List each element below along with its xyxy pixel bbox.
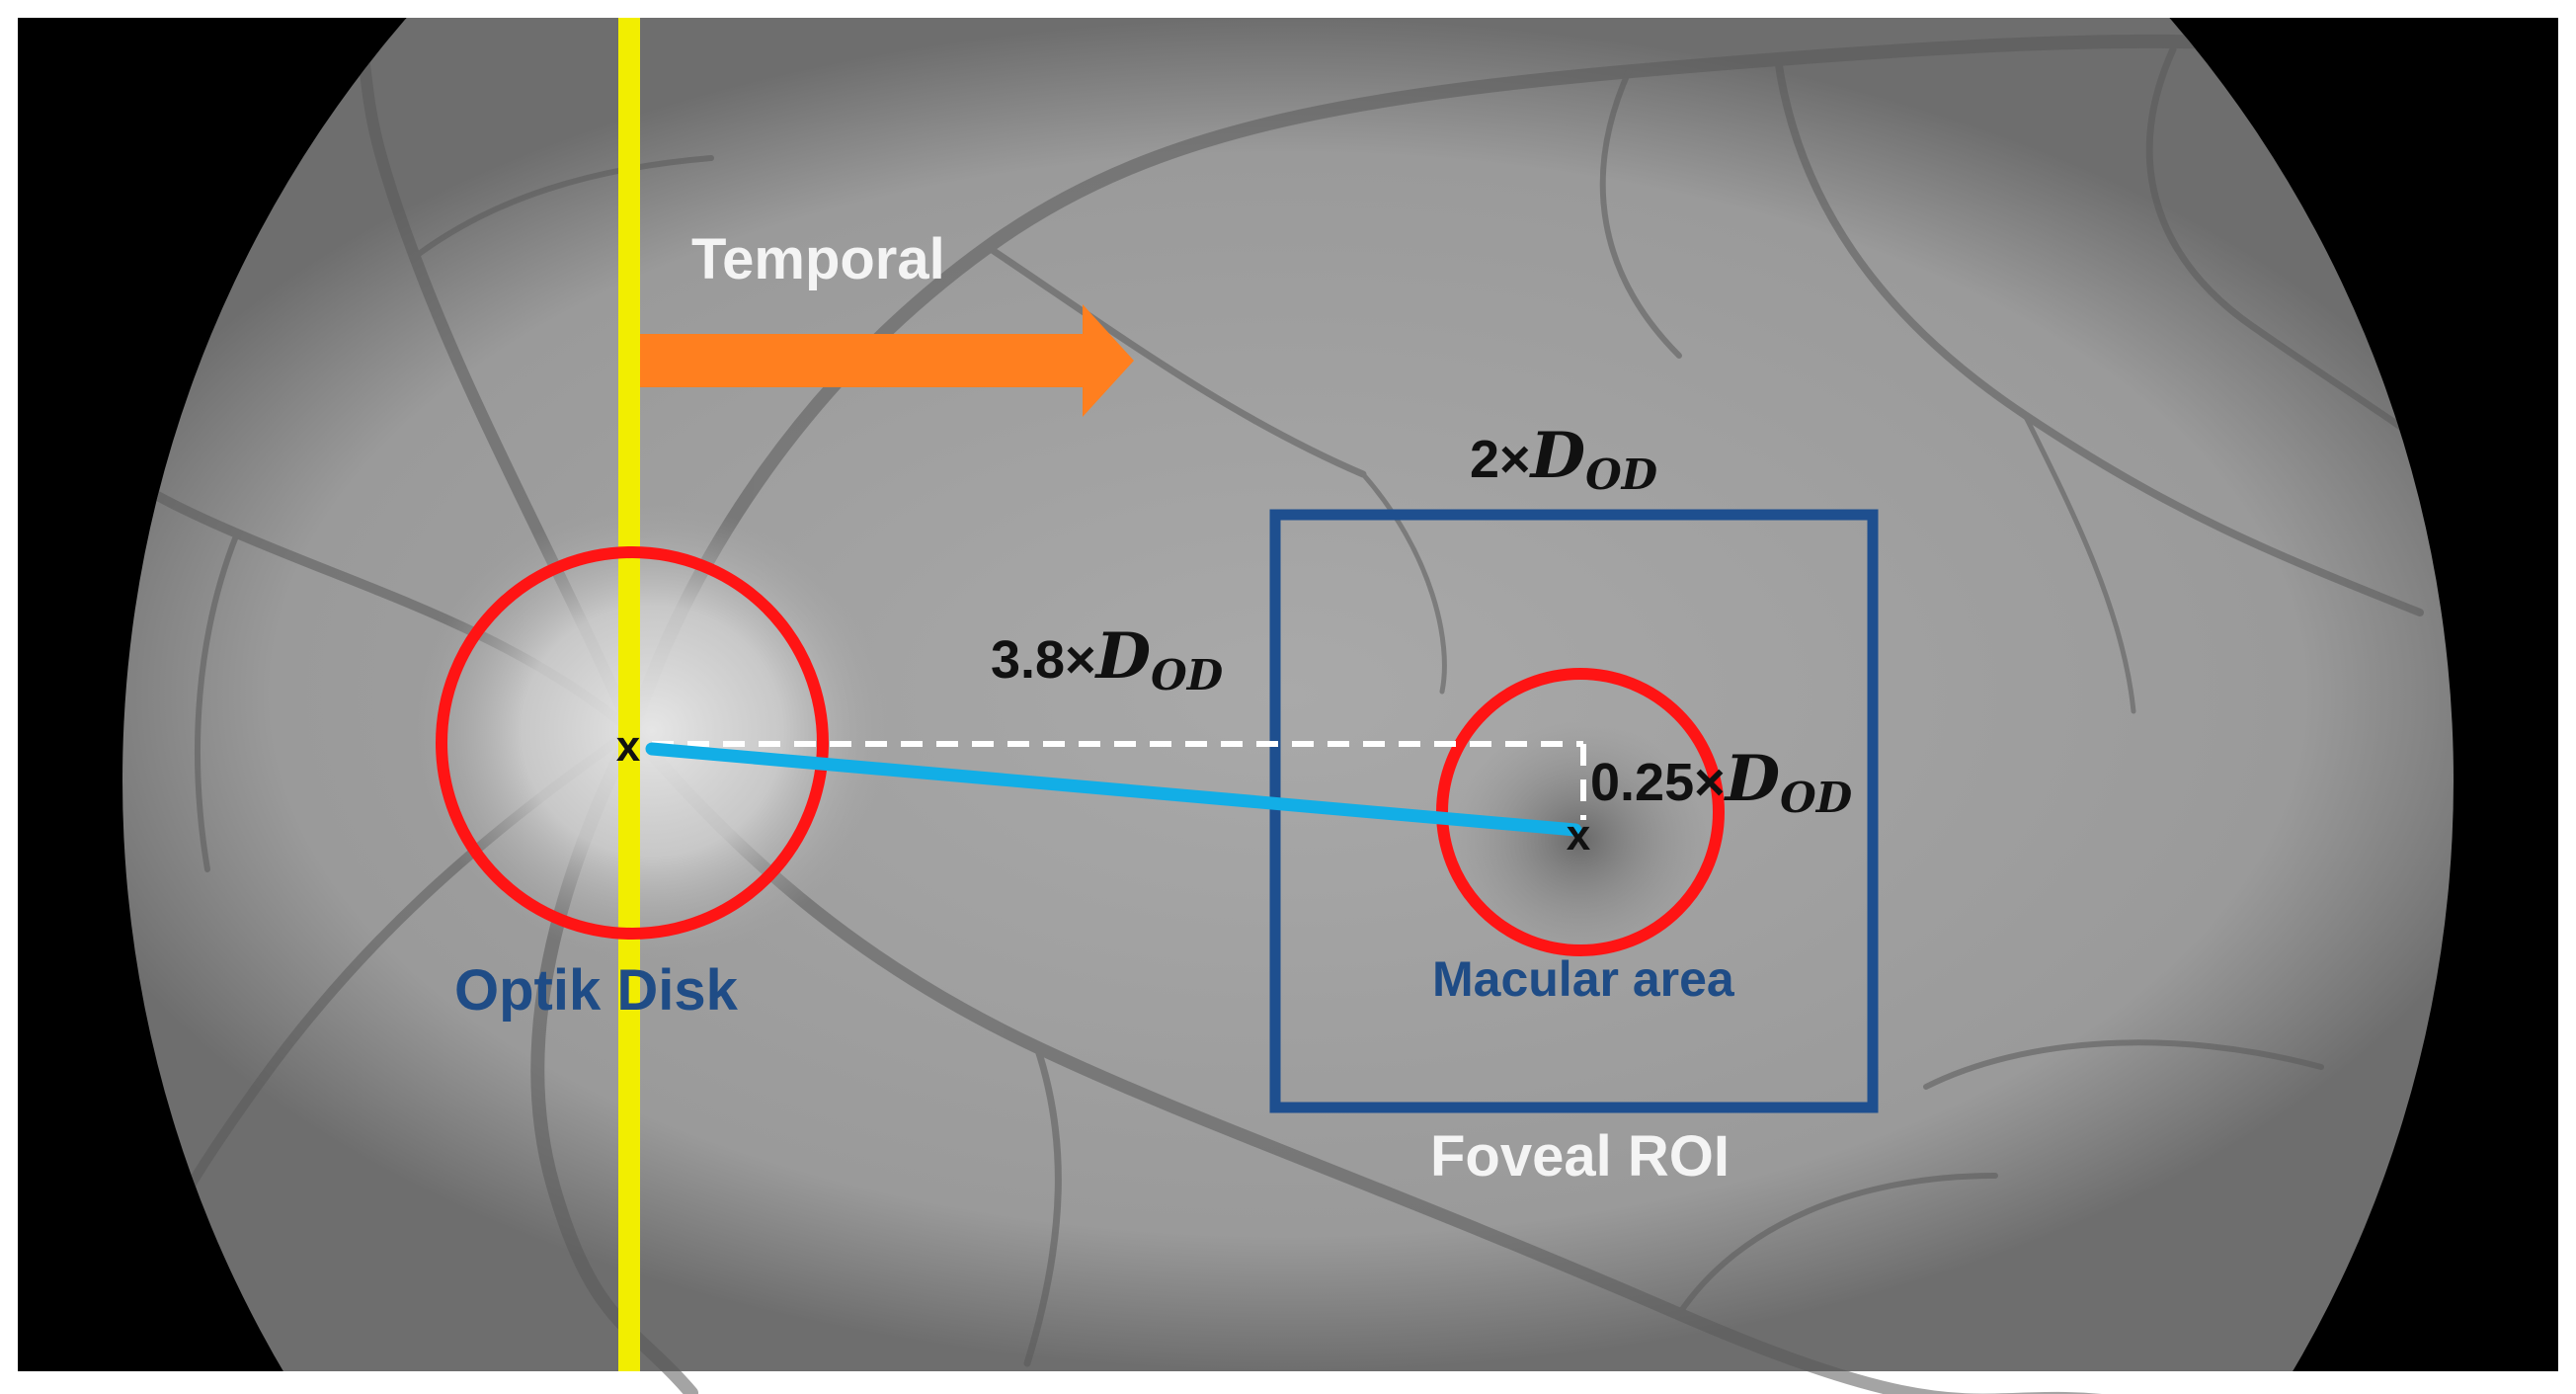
fovea-center-marker: x [1567,811,1591,860]
distance-label: 3.8×DOD [991,619,1224,699]
od-fovea-distance-line [645,742,1582,837]
optic-disk-center-marker: x [616,722,641,771]
macula-dark-spot [1452,721,1709,958]
foveal-roi-label: Foveal ROI [1430,1124,1730,1189]
optic-disk-circle [436,546,829,940]
offset-label: 0.25×DOD [1590,742,1853,822]
offset-guide-lines [652,741,1586,820]
yellow-reference-line [618,18,640,1371]
macular-area-label: Macular area [1432,951,1735,1007]
fundus-image [122,14,2454,1394]
optic-disk-label: Optik Disk [454,958,739,1023]
roi-size-label: 2×DOD [1470,419,1658,499]
foveal-roi-box [1269,509,1879,1113]
temporal-label: Temporal [691,227,945,291]
temporal-arrow [640,304,1134,417]
